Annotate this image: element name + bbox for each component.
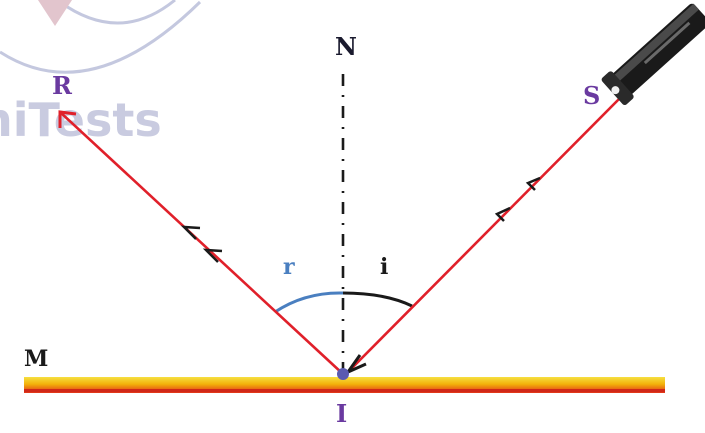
reflected-arrowhead — [58, 110, 77, 128]
reflected-angle-arc — [274, 291, 344, 314]
watermark-logo — [0, 0, 202, 74]
watermark-diamond — [38, 0, 72, 26]
label-normal: N — [335, 32, 357, 61]
mirror-edge — [24, 389, 665, 392]
label-mirror: M — [24, 346, 48, 372]
flashlight-icon — [601, 3, 705, 105]
label-reflected: R — [52, 71, 73, 100]
reflected-ray — [59, 111, 344, 375]
incident-angle-arc — [342, 291, 413, 308]
incident-direction-arrow-2 — [494, 206, 511, 222]
label-reflected-angle: r — [283, 254, 295, 280]
reflected-direction-arrow-2 — [202, 248, 223, 263]
reflected-direction-arrow — [180, 225, 201, 240]
incident-direction-arrow — [525, 176, 541, 191]
label-incident-angle: i — [380, 254, 388, 280]
incident-ray — [347, 96, 622, 373]
incidence-point — [337, 368, 349, 380]
watermark-text: niTests — [0, 93, 162, 147]
label-incidence-point: I — [336, 399, 347, 428]
label-source: S — [583, 81, 600, 110]
